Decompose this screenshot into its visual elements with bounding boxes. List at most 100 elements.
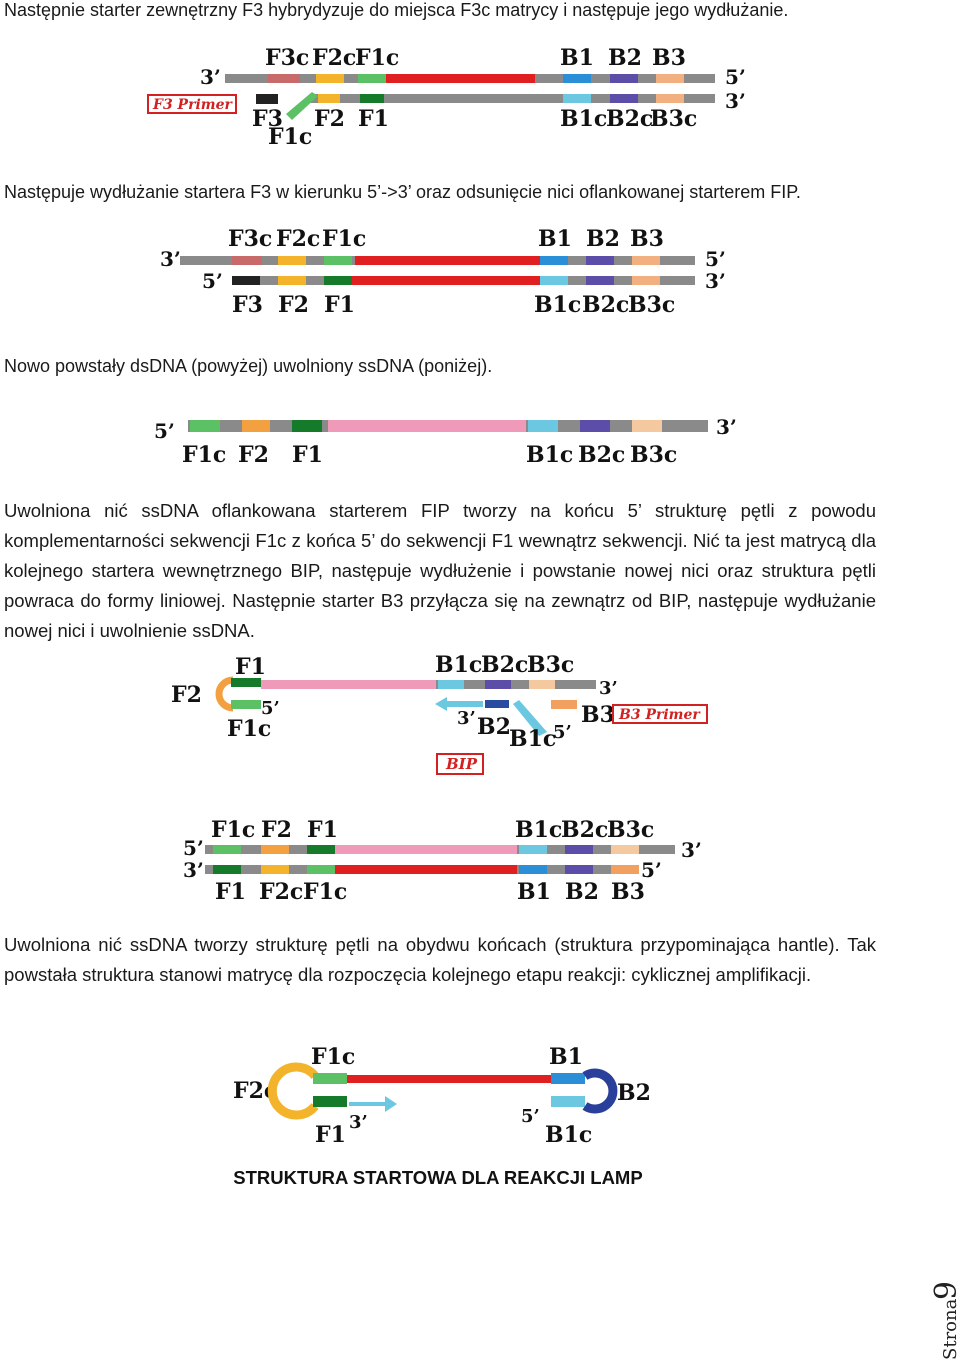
label-3prime: 3’ bbox=[725, 89, 746, 113]
figure-f3-hybridization: F3c F2c F1c B1 B2 B3 3’ 5’ 3’ F3 Primer … bbox=[147, 45, 746, 150]
label-B3c: B3c bbox=[607, 817, 654, 843]
region-B2c bbox=[580, 420, 610, 432]
label-B1c: B1c bbox=[534, 292, 581, 318]
region-B3c bbox=[632, 420, 662, 432]
region-F2c bbox=[278, 256, 306, 265]
label-F2c: F2c bbox=[259, 879, 303, 905]
region-F2 bbox=[318, 94, 340, 103]
paragraph-1: Następnie starter zewnętrzny F3 hybrydyz… bbox=[4, 0, 789, 20]
region-B3-primer bbox=[551, 700, 577, 709]
upper-strand-gray bbox=[180, 256, 355, 265]
label-F1c: F1c bbox=[227, 716, 271, 742]
region-B1c bbox=[540, 276, 568, 285]
lower-strand-red bbox=[352, 276, 540, 285]
label-3prime: 3’ bbox=[200, 65, 221, 89]
f3-primer-label: F3 Primer bbox=[152, 97, 233, 113]
label-F1c: F1c bbox=[311, 1044, 355, 1070]
f3-primer-box bbox=[147, 94, 237, 114]
strand-red bbox=[347, 1075, 551, 1083]
label-B1c: B1c bbox=[515, 817, 562, 843]
label-F2c: F2c bbox=[276, 226, 320, 252]
region-B1c bbox=[551, 1096, 585, 1107]
region-F1c bbox=[307, 865, 335, 874]
region-F1c bbox=[190, 420, 220, 432]
label-F1c: F1c bbox=[268, 124, 312, 150]
region-F1 bbox=[307, 845, 335, 854]
extension-arrow bbox=[349, 1096, 397, 1112]
region-F2c bbox=[261, 865, 289, 874]
region-F2 bbox=[278, 276, 306, 285]
label-B3: B3 bbox=[630, 226, 664, 252]
region-F3c bbox=[268, 74, 300, 83]
label-5prime: 5’ bbox=[641, 858, 662, 882]
region-B3c bbox=[656, 94, 684, 103]
figure-f3-extension: F3c F2c F1c B1 B2 B3 3’ 5’ 5’ 3’ F3 F2 F… bbox=[160, 226, 726, 318]
label-F2: F2 bbox=[314, 106, 345, 132]
loop-F2c bbox=[267, 1062, 319, 1120]
page-number-footer: Strona 9 bbox=[930, 1281, 960, 1360]
label-B2c: B2c bbox=[606, 106, 653, 132]
region-B2c bbox=[610, 94, 638, 103]
paragraph-5: Uwolniona nić ssDNA tworzy strukturę pęt… bbox=[4, 934, 876, 985]
label-F1: F1 bbox=[324, 292, 355, 318]
label-B3: B3 bbox=[652, 45, 686, 71]
region-B1 bbox=[519, 865, 547, 874]
label-F1c: F1c bbox=[182, 442, 226, 468]
region-F2 bbox=[242, 420, 270, 432]
region-F1c bbox=[231, 700, 261, 709]
label-B2c: B2c bbox=[578, 442, 625, 468]
region-B2 bbox=[586, 256, 614, 265]
label-3prime: 3’ bbox=[599, 678, 618, 699]
label-3prime: 3’ bbox=[457, 708, 476, 729]
label-3prime: 3’ bbox=[716, 415, 737, 439]
region-F3c bbox=[232, 256, 262, 265]
figure-dumbbell: F1c F2c F1 B1 B2 B1c 5’ 3’ bbox=[233, 1044, 651, 1148]
region-F1c bbox=[324, 256, 352, 265]
label-3prime: 3’ bbox=[160, 247, 181, 271]
region-B3 bbox=[632, 256, 660, 265]
label-F3c: F3c bbox=[265, 45, 309, 71]
region-F1 bbox=[231, 678, 261, 687]
label-F1: F1 bbox=[235, 654, 266, 680]
bip-box bbox=[436, 753, 484, 775]
label-5prime: 5’ bbox=[154, 419, 175, 443]
label-F3: F3 bbox=[232, 292, 263, 318]
paragraph-3: Nowo powstały dsDNA (powyżej) uwolniony … bbox=[4, 356, 493, 376]
lower-strand-gray bbox=[540, 276, 695, 285]
region-B2c bbox=[565, 845, 593, 854]
region-F3-primer bbox=[256, 94, 278, 104]
region-B1c bbox=[528, 420, 558, 432]
label-B2c: B2c bbox=[561, 817, 608, 843]
region-F1 bbox=[324, 276, 352, 285]
region-F1 bbox=[213, 865, 241, 874]
region-B1c bbox=[563, 94, 591, 103]
paragraph-4: Uwolniona nić ssDNA oflankowana startere… bbox=[4, 500, 876, 641]
label-B2c: B2c bbox=[582, 292, 629, 318]
region-B1c-flap bbox=[513, 700, 547, 736]
region-F1c-flap bbox=[286, 92, 318, 120]
region-F1 bbox=[292, 420, 322, 432]
page-number: 9 bbox=[930, 1281, 960, 1300]
label-B3c: B3c bbox=[650, 106, 697, 132]
label-B1: B1 bbox=[560, 45, 594, 71]
label-F1c: F1c bbox=[211, 817, 255, 843]
label-3prime: 3’ bbox=[349, 1112, 368, 1133]
region-B2c bbox=[485, 680, 511, 689]
label-B3: B3 bbox=[581, 702, 615, 728]
b3-primer-label: B3 Primer bbox=[618, 707, 701, 723]
paragraph-2: Następuje wydłużanie startera F3 w kieru… bbox=[4, 182, 801, 202]
region-B3 bbox=[656, 74, 684, 83]
region-B1c bbox=[519, 845, 547, 854]
label-5prime: 5’ bbox=[261, 698, 280, 719]
label-B2: B2 bbox=[477, 714, 511, 740]
label-F2: F2 bbox=[261, 817, 292, 843]
region-B3c bbox=[611, 845, 639, 854]
label-B2c: B2c bbox=[481, 652, 528, 678]
label-F1: F1 bbox=[307, 817, 338, 843]
figure-released-ssdna: 5’ 3’ F1c F2 F1 B1c B2c B3c bbox=[154, 415, 737, 468]
label-B2: B2 bbox=[565, 879, 599, 905]
region-F2 bbox=[261, 845, 289, 854]
label-B1c: B1c bbox=[509, 726, 556, 752]
region-F1c bbox=[213, 845, 241, 854]
figure-title: STRUKTURA STARTOWA DLA REAKCJI LAMP bbox=[233, 1167, 643, 1188]
